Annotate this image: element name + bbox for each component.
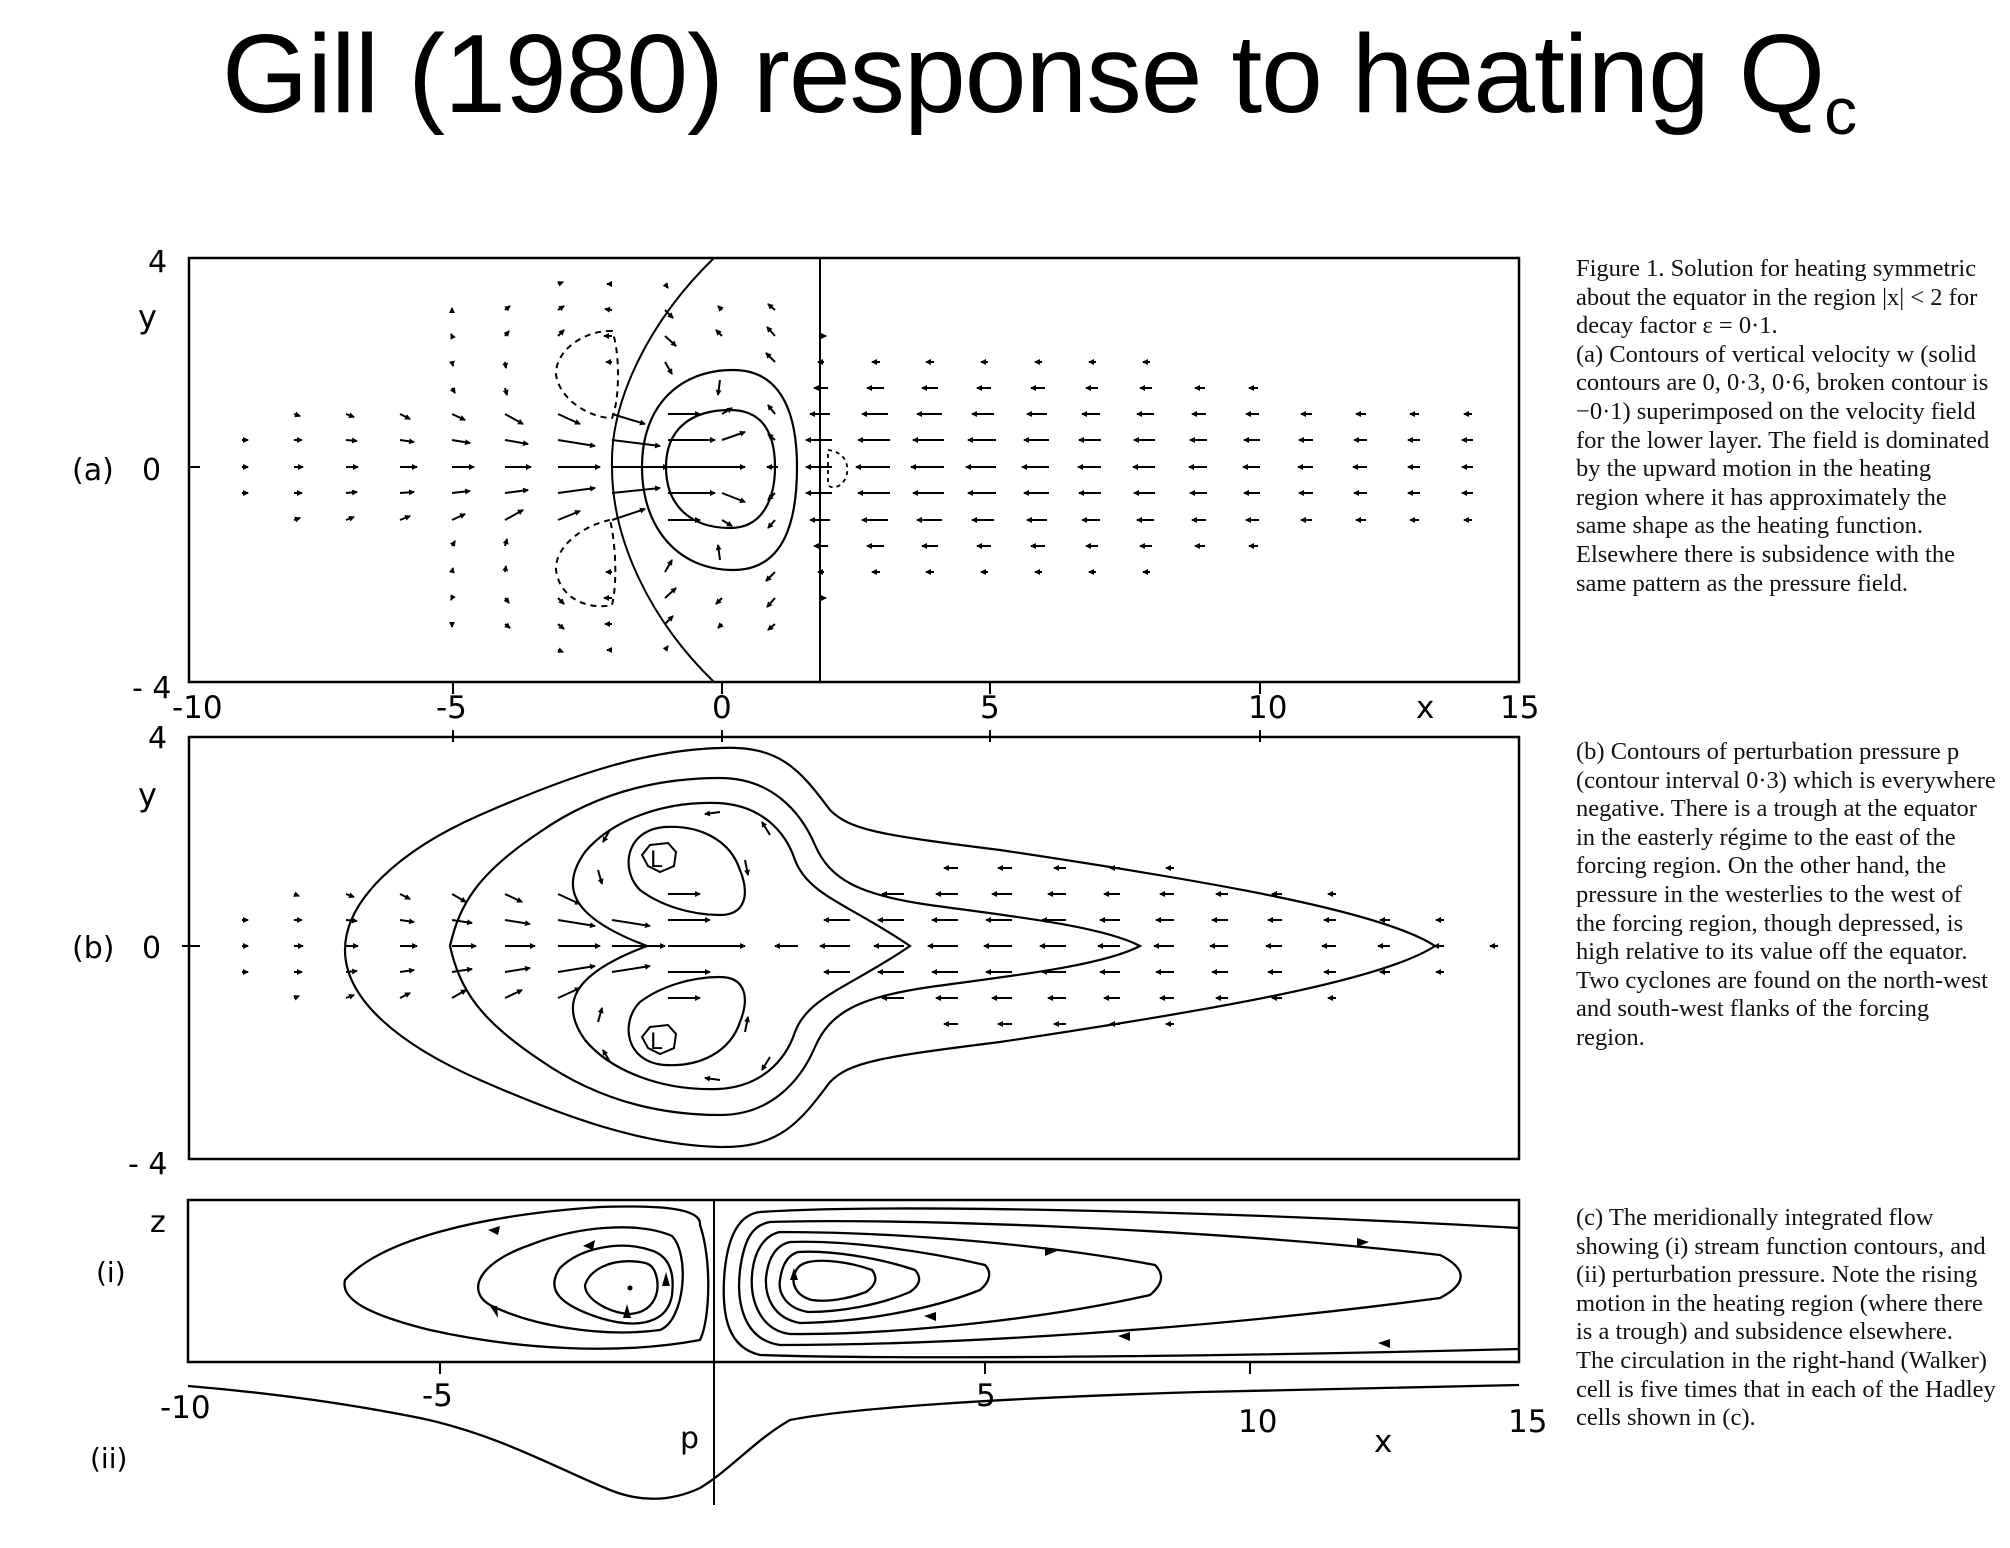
a-xtick-5: 5	[980, 690, 1000, 726]
c-label-ii: (ii)	[90, 1442, 127, 1475]
b-ylabel: y	[138, 776, 157, 814]
gill-figure: 4 y (a) 0 - 4 -10 -5 0 5 10 x 15	[72, 245, 1547, 1505]
panel-c: z (i) (ii) p -10 -5 5 10 x 15	[90, 1198, 1547, 1505]
b-panel-label: (b)	[72, 931, 114, 966]
a-xtick-10: 10	[1248, 690, 1287, 726]
c-xtick-15: 15	[1508, 1404, 1547, 1440]
slide-title: Gill (1980) response to heating Qc	[222, 8, 1857, 151]
c-xtick-m5: -5	[422, 1378, 453, 1414]
b-ytick-4: 4	[148, 721, 167, 756]
caption-a-figure-intro: Figure 1. Solution for heating symmetric…	[1576, 255, 1978, 340]
title-subscript: c	[1824, 74, 1857, 148]
caption-c-body: (c) The meridionally integrated flow sho…	[1576, 1204, 1996, 1432]
a-xtick-0: 0	[712, 690, 732, 726]
c-xtick-10: 10	[1238, 1404, 1277, 1440]
panel-b: 4 y (b) 0 - 4 L L	[72, 721, 1521, 1182]
c-xtick-m10: -10	[160, 1390, 211, 1426]
a-xtick-m10: -10	[172, 690, 223, 726]
caption-b-body: (b) Contours of perturbation pressure p …	[1576, 738, 1996, 966]
a-xtick-m5: -5	[436, 690, 467, 726]
title-text: Gill (1980) response to heating Q	[222, 12, 1825, 136]
caption-c: (c) The meridionally integrated flow sho…	[1576, 1204, 1996, 1433]
c-xlabel: x	[1374, 1424, 1392, 1460]
a-ytick-0: 0	[142, 453, 161, 488]
caption-a-body: (a) Contours of vertical velocity w (sol…	[1576, 340, 1990, 597]
a-panel-label: (a)	[72, 453, 114, 488]
b-ytick-0: 0	[142, 931, 161, 966]
b-low-south: L	[650, 1030, 663, 1055]
c-xtick-5: 5	[976, 1378, 996, 1414]
c-label-i: (i)	[96, 1256, 126, 1289]
a-ytick-4: 4	[148, 245, 167, 280]
c-zlabel: z	[150, 1205, 166, 1240]
caption-b-cyclones: Two cyclones are found on the north-west…	[1576, 966, 1988, 1051]
b-low-north: L	[650, 848, 663, 873]
caption-a: Figure 1. Solution for heating symmetric…	[1576, 255, 1996, 598]
a-xtick-15: 15	[1500, 690, 1539, 726]
a-ylabel: y	[138, 298, 157, 336]
b-ytick-m4: - 4	[128, 1147, 167, 1182]
caption-b: (b) Contours of perturbation pressure p …	[1576, 738, 1996, 1053]
panel-a: 4 y (a) 0 - 4 -10 -5 0 5 10 x 15	[72, 245, 1539, 726]
c-plabel: p	[680, 1421, 699, 1456]
a-xlabel: x	[1416, 690, 1434, 726]
a-ytick-m4: - 4	[132, 671, 171, 706]
